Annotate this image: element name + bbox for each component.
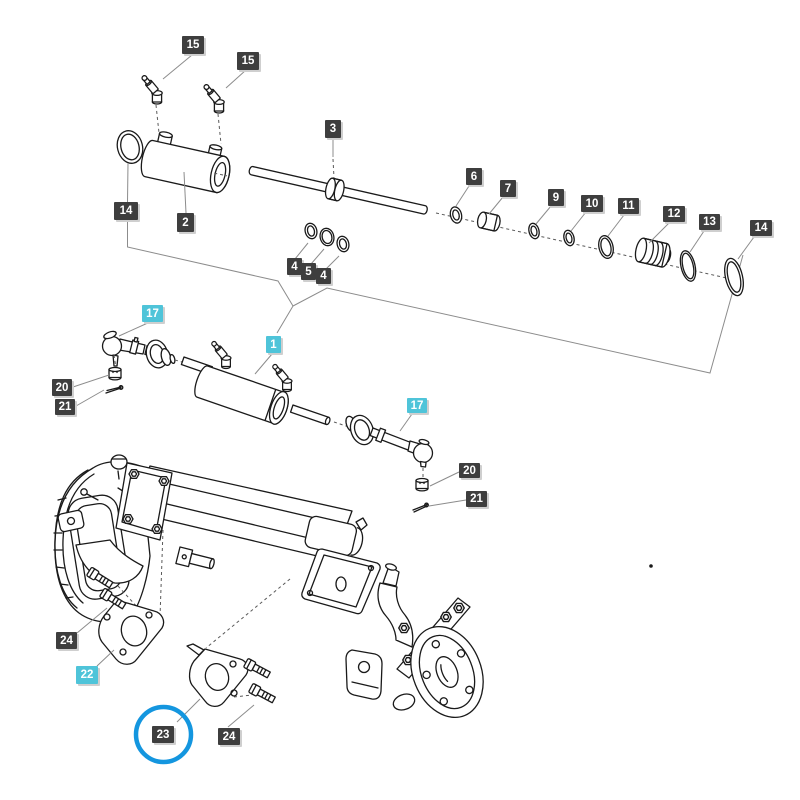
backup-ring-13 [679, 250, 697, 282]
front-axle-housing [53, 454, 484, 728]
highlight-circle-23 [133, 704, 194, 765]
o-ring-14-left [116, 130, 144, 164]
grease-fitting-15a [139, 73, 163, 105]
part-label-14-a[interactable]: 14 [114, 202, 138, 220]
part-label-17-b[interactable]: 17 [407, 398, 427, 413]
group-bracket-lines [127, 221, 744, 374]
bushing-7 [476, 211, 501, 232]
lower-bracket [345, 649, 383, 700]
part-label-2[interactable]: 2 [177, 213, 194, 232]
part-label-13[interactable]: 13 [699, 214, 720, 230]
o-ring-11 [598, 235, 614, 259]
cylinder-barrel-2 [140, 131, 231, 194]
assembled-cylinder-tie-rods [72, 321, 467, 513]
part-label-24-a[interactable]: 24 [56, 632, 77, 649]
seal-9 [528, 222, 540, 240]
boss-stud [355, 517, 368, 531]
part-label-9[interactable]: 9 [548, 189, 564, 206]
power-steering-cylinder-1 [180, 339, 331, 426]
tie-rod-end-left [101, 330, 176, 394]
breather-cap [110, 454, 128, 470]
seal-10 [563, 229, 575, 247]
grease-fitting-15b [201, 82, 225, 114]
part-label-3[interactable]: 3 [325, 120, 341, 138]
gasket-22 [98, 599, 165, 665]
part-label-20-b[interactable]: 20 [459, 463, 480, 478]
part-label-7[interactable]: 7 [500, 180, 516, 197]
part-label-4-a[interactable]: 4 [287, 258, 302, 275]
trunnion-pin [175, 546, 215, 570]
bolt-24b-2 [247, 682, 277, 705]
part-label-15-a[interactable]: 15 [182, 36, 204, 54]
part-label-10[interactable]: 10 [581, 195, 603, 212]
part-label-24-b[interactable]: 24 [218, 728, 240, 745]
part-label-1[interactable]: 1 [266, 336, 281, 353]
piston-rod-3 [248, 165, 428, 215]
steering-cylinder-exploded [116, 54, 755, 297]
o-ring-6 [449, 206, 463, 224]
tie-rod-end-right [345, 414, 434, 513]
o-ring-4a [304, 222, 318, 240]
part-label-15-b[interactable]: 15 [237, 52, 259, 70]
part-label-23[interactable]: 23 [152, 726, 174, 743]
part-label-6[interactable]: 6 [466, 168, 482, 185]
wheel-hub-flange [410, 625, 484, 719]
part-label-11[interactable]: 11 [618, 198, 639, 214]
castle-nut-20a [108, 366, 122, 381]
part-label-12[interactable]: 12 [663, 206, 685, 222]
part-label-21-b[interactable]: 21 [466, 491, 487, 507]
grease-fitting-on-cylinder-b [270, 362, 293, 393]
stray-dot [649, 564, 653, 568]
part-label-20-a[interactable]: 20 [52, 379, 72, 396]
o-ring-4b [336, 235, 350, 253]
part-label-5[interactable]: 5 [301, 263, 316, 280]
o-ring-14-right [724, 257, 744, 297]
gasket-23 [186, 643, 249, 708]
part-label-14-b[interactable]: 14 [750, 220, 772, 236]
boot-right [349, 414, 375, 446]
castle-nut-20b [415, 477, 429, 492]
bolt-24b-1 [242, 657, 272, 680]
part-label-17-a[interactable]: 17 [142, 305, 163, 322]
ring-5 [319, 227, 335, 247]
part-label-4-b[interactable]: 4 [316, 268, 331, 284]
steering-stop-plate [301, 548, 381, 615]
gland-12 [634, 237, 672, 268]
part-label-22[interactable]: 22 [76, 666, 98, 684]
grease-fitting-on-cylinder-a [209, 339, 232, 370]
part-label-21-a[interactable]: 21 [55, 399, 75, 415]
